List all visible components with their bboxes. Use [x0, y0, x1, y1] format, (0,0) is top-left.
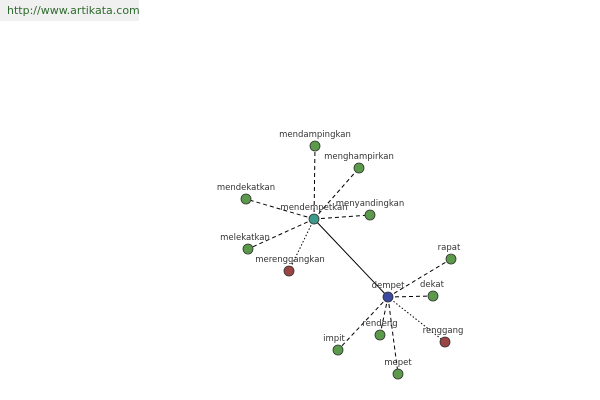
- node-marker-rapat[interactable]: [445, 253, 457, 265]
- edge-dempet-rendeng: [379, 296, 389, 336]
- node-label-rendeng: rendeng: [362, 319, 397, 329]
- edge-mendempetkan-mendampingkan: [313, 145, 316, 220]
- node-mepet[interactable]: mepet: [384, 358, 412, 380]
- node-label-renggang: renggang: [423, 326, 464, 336]
- node-label-dekat: dekat: [420, 280, 445, 290]
- node-label-melekatkan: melekatkan: [220, 233, 270, 243]
- node-marker-impit[interactable]: [332, 344, 344, 356]
- edge-mendempetkan-menghampirkan: [313, 167, 360, 220]
- node-dempet[interactable]: dempet: [372, 281, 406, 303]
- node-label-rapat: rapat: [438, 243, 461, 253]
- edge-dempet-dekat: [387, 295, 434, 298]
- node-label-mendempetkan: mendempetkan: [280, 203, 347, 213]
- source-url: http://www.artikata.com: [0, 0, 140, 21]
- edge-dempet-rapat: [387, 258, 452, 298]
- node-rapat[interactable]: rapat: [438, 243, 461, 265]
- edge-dempet-renggang: [387, 296, 446, 343]
- node-marker-melekatkan[interactable]: [242, 243, 254, 255]
- node-merenggangkan[interactable]: merenggangkan: [255, 255, 325, 277]
- node-marker-dempet[interactable]: [382, 291, 394, 303]
- node-melekatkan[interactable]: melekatkan: [220, 233, 270, 255]
- node-label-menghampirkan: menghampirkan: [324, 152, 394, 162]
- node-label-dempet: dempet: [372, 281, 406, 291]
- nodes-layer: mendempetkan dempet mendampingkan menghampi…: [217, 130, 464, 380]
- node-marker-renggang[interactable]: [439, 336, 451, 348]
- edge-dempet-mepet: [387, 296, 399, 375]
- edge-mendempetkan-mendekatkan: [245, 198, 315, 220]
- node-label-mepet: mepet: [384, 358, 412, 368]
- node-marker-mendekatkan[interactable]: [240, 193, 252, 205]
- node-menyandingkan[interactable]: menyandingkan: [336, 199, 404, 221]
- node-label-mendampingkan: mendampingkan: [279, 130, 351, 140]
- node-marker-menghampirkan[interactable]: [353, 162, 365, 174]
- edges-layer: [245, 145, 452, 375]
- node-marker-merenggangkan[interactable]: [283, 265, 295, 277]
- edge-dempet-impit: [337, 296, 389, 351]
- node-marker-mendampingkan[interactable]: [309, 140, 321, 152]
- edge-mendempetkan-melekatkan: [247, 218, 315, 250]
- node-mendempetkan[interactable]: mendempetkan: [280, 203, 348, 225]
- node-mendekatkan[interactable]: mendekatkan: [217, 183, 275, 205]
- node-label-mendekatkan: mendekatkan: [217, 183, 275, 193]
- node-marker-menyandingkan[interactable]: [364, 209, 376, 221]
- node-label-menyandingkan: menyandingkan: [336, 199, 404, 209]
- node-dekat[interactable]: dekat: [420, 280, 445, 302]
- node-marker-mepet[interactable]: [392, 368, 404, 380]
- edge-mendempetkan-menyandingkan: [313, 214, 371, 220]
- node-marker-mendempetkan[interactable]: [308, 213, 320, 225]
- node-menghampirkan[interactable]: menghampirkan: [324, 152, 394, 174]
- node-impit[interactable]: impit: [323, 334, 346, 356]
- edge-mendempetkan-merenggangkan: [288, 218, 315, 272]
- node-rendeng[interactable]: rendeng: [362, 319, 398, 341]
- node-renggang[interactable]: renggang: [423, 326, 464, 348]
- node-mendampingkan[interactable]: mendampingkan: [279, 130, 351, 152]
- node-marker-rendeng[interactable]: [374, 329, 386, 341]
- node-label-impit: impit: [323, 334, 345, 344]
- edge-mendempetkan-dempet: [313, 218, 389, 298]
- node-label-merenggangkan: merenggangkan: [255, 255, 325, 265]
- node-marker-dekat[interactable]: [427, 290, 439, 302]
